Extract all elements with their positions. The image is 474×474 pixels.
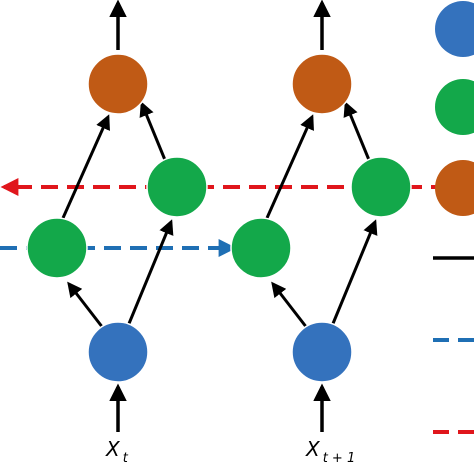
legend: [433, 1, 474, 434]
forward-hidden-to-output-arrow-t: [61, 114, 110, 219]
timestep-t-plus-1-network: [230, 0, 412, 432]
timestep-symbol-t1: X: [305, 437, 321, 461]
input-to-backward-hidden-arrow-t: [126, 219, 174, 327]
timestep-subscript-t1: t + 1: [323, 451, 356, 466]
timestep-subscript-t: t: [123, 451, 129, 466]
legend-output-node-swatch: [435, 160, 474, 216]
forward-hidden-node-t: [26, 217, 88, 279]
input-node-t: [87, 321, 149, 383]
timestep-t-network: [26, 0, 208, 432]
legend-hidden-node-swatch: [435, 79, 474, 135]
backward-hidden-to-output-arrow-t: [139, 101, 167, 161]
backward-hidden-to-output-arrow-t1: [343, 101, 371, 161]
legend-input-node-swatch: [435, 1, 474, 57]
timestep-symbol-t: X: [105, 437, 121, 461]
backward-hidden-node-t1: [350, 156, 412, 218]
input-node-t1: [291, 321, 353, 383]
input-to-backward-hidden-arrow-t1: [330, 219, 378, 327]
backward-hidden-node-t: [146, 156, 208, 218]
forward-hidden-to-output-arrow-t1: [265, 114, 314, 219]
output-node-t: [87, 53, 149, 115]
input-to-forward-hidden-arrow-t1: [271, 281, 309, 329]
input-to-forward-hidden-arrow-t: [67, 281, 105, 329]
output-node-t1: [291, 53, 353, 115]
forward-hidden-node-t1: [230, 217, 292, 279]
